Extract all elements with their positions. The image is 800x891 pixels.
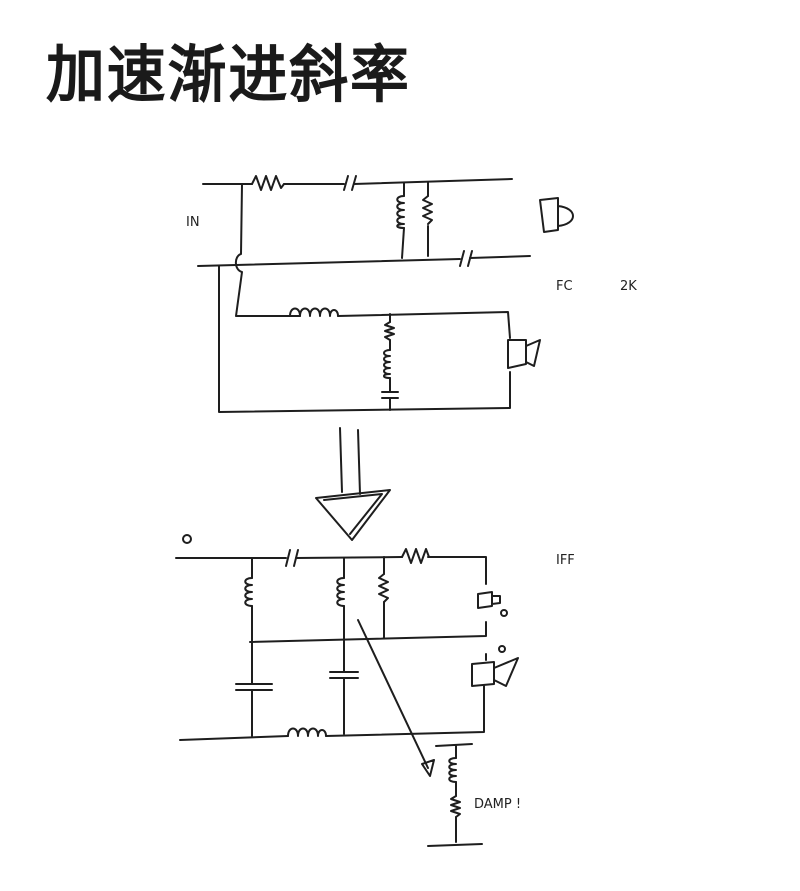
arrow-shaft: [339, 427, 361, 495]
woofer-icon: [507, 339, 541, 369]
input-label: IN: [186, 215, 200, 230]
top-circuit: IN FC 2K: [186, 175, 637, 413]
shunt-wire: [401, 182, 405, 259]
bottom-series-inductor: [287, 727, 327, 737]
transform-arrow: [315, 427, 391, 541]
tweeter-icon: [477, 591, 501, 609]
iff-label: IFF: [556, 553, 575, 568]
damping-arrowhead: [421, 759, 435, 777]
shunt-inductor: [383, 349, 391, 379]
shunt-inductor: [396, 195, 405, 229]
damp-inductor: [448, 757, 457, 783]
ground-rail-wire: [469, 255, 531, 259]
tweeter-icon: [539, 197, 574, 233]
input-wire: [234, 183, 301, 317]
arrow-head: [315, 489, 391, 541]
terminal-dot: [498, 645, 506, 653]
top-rail-wire: [427, 556, 487, 585]
top-rail-wire: [295, 556, 403, 559]
woofer-branch-wire: [337, 311, 511, 339]
shunt-inductor: [336, 577, 345, 607]
series-resistor: [251, 175, 285, 191]
shunt-resistor: [384, 321, 395, 341]
shunt-capacitor: [235, 683, 273, 691]
damp-resistor: [450, 795, 461, 818]
ground-rail-wire: [197, 258, 461, 267]
series-resistor: [401, 548, 430, 564]
shunt-inductor: [244, 577, 253, 607]
frequency-label: 2K: [620, 279, 637, 294]
terminal-dot: [500, 609, 508, 617]
middle-rail-wire: [249, 621, 487, 643]
bottom-circuit: IFF DAMP !: [175, 534, 575, 847]
page-title: 加速渐进斜率: [46, 38, 411, 111]
damp-ground-bar: [427, 843, 483, 847]
return-wire: [218, 265, 511, 413]
bottom-rail-wire: [325, 685, 485, 737]
damping-arrow: [357, 619, 429, 769]
damp-label: DAMP !: [474, 797, 521, 812]
bottom-rail-wire: [179, 735, 289, 741]
top-rail-wire: [353, 178, 513, 185]
shunt-resistor: [378, 573, 389, 603]
shunt-resistor: [422, 195, 433, 225]
crossover-label: FC: [556, 279, 573, 294]
terminal-dot: [182, 534, 192, 544]
damp-top-bar: [435, 743, 473, 759]
woofer-series-inductor: [289, 307, 339, 317]
woofer-icon: [471, 657, 519, 687]
